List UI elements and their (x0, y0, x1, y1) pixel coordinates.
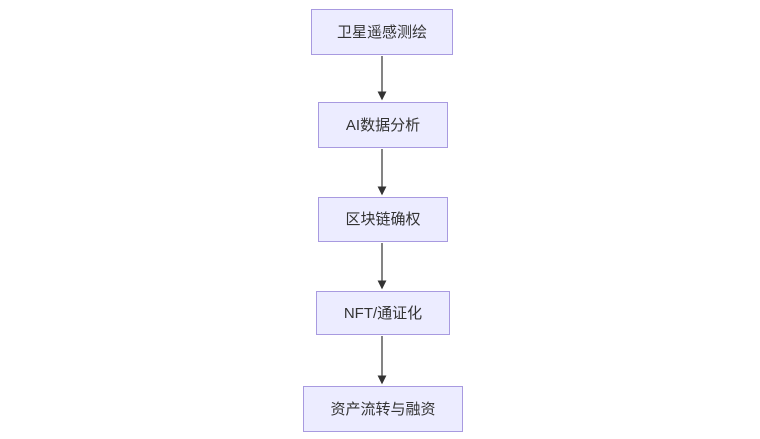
flow-node-satellite-mapping: 卫星遥感测绘 (311, 9, 453, 55)
flow-node-ai-analysis: AI数据分析 (318, 102, 448, 148)
flow-node-nft-tokenization: NFT/通证化 (316, 291, 450, 335)
flow-node-label: 卫星遥感测绘 (336, 23, 427, 41)
flow-node-blockchain-rights: 区块链确权 (318, 197, 448, 242)
flow-node-asset-financing: 资产流转与融资 (303, 386, 463, 432)
flow-node-label: AI数据分析 (345, 116, 421, 134)
flow-node-label: 区块链确权 (345, 211, 421, 228)
flow-node-label: NFT/通证化 (343, 304, 423, 322)
flow-node-label: 资产流转与融资 (330, 400, 436, 418)
